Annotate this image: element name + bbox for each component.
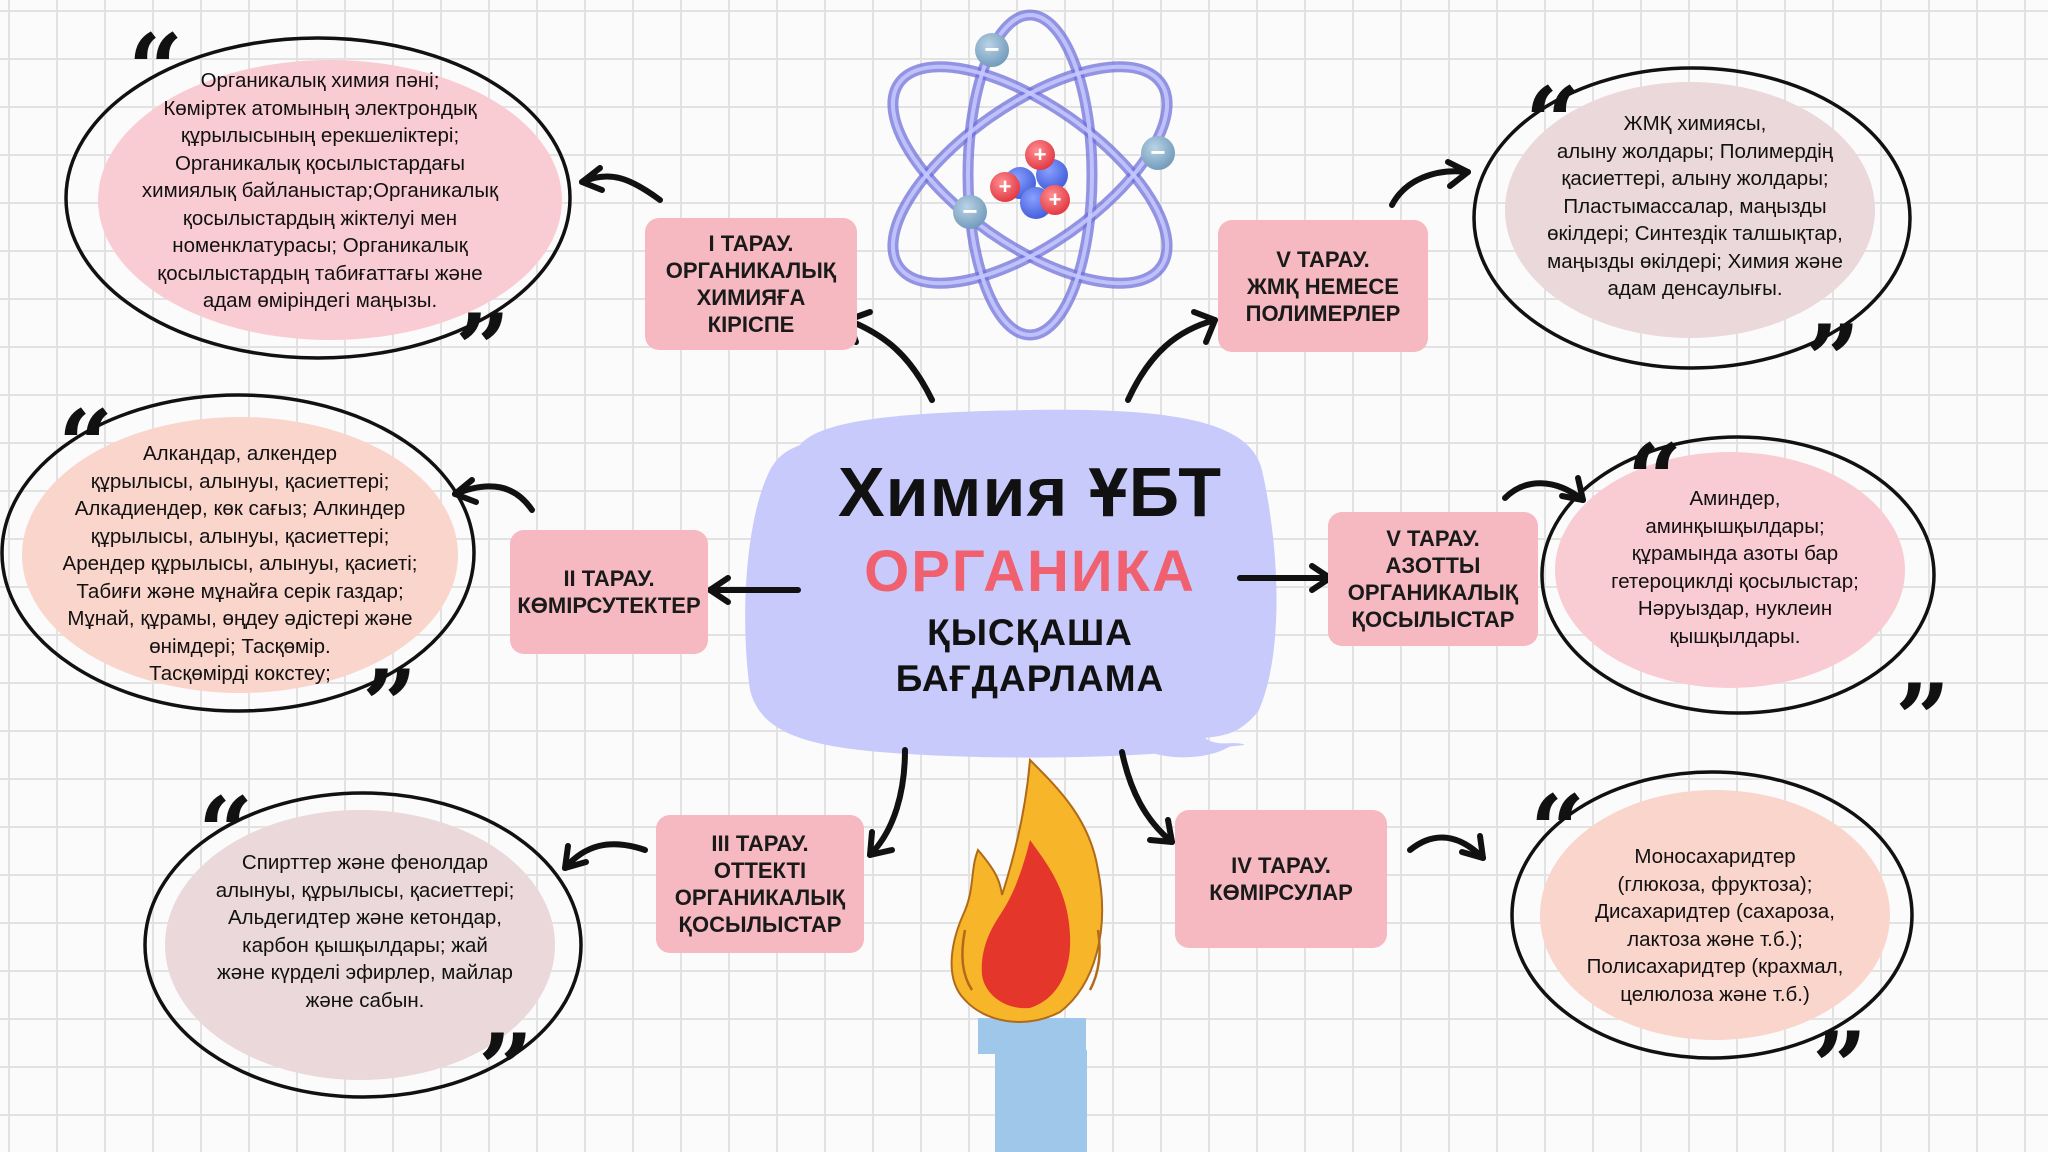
- quote-close-icon: ”: [455, 293, 511, 406]
- quote-close-icon: ”: [362, 649, 418, 762]
- torch-handle: [995, 1050, 1087, 1152]
- quote-close-icon: ”: [1895, 663, 1951, 776]
- arrow-to-chapter-4: [1119, 749, 1175, 845]
- proton: [1040, 185, 1070, 215]
- quote-open-icon: “: [1525, 66, 1581, 179]
- note-fill-2: [22, 417, 458, 693]
- arrow-to-chapter-6: [1125, 317, 1218, 403]
- arrow-to-note-2: [452, 483, 535, 513]
- chapter-5-box[interactable]: V ТАРАУ. АЗОТТЫ ОРГАНИКАЛЫҚ ҚОСЫЛЫСТАР: [1328, 512, 1538, 646]
- note-outline-1: [64, 36, 572, 360]
- flame-inner: [981, 840, 1071, 1009]
- note-backgrounds: [22, 60, 1905, 1080]
- arrow-to-chapter-1: [845, 317, 935, 403]
- quote-open-icon: “: [1530, 774, 1586, 887]
- page-title: Химия ҰБТ: [837, 453, 1223, 531]
- plus-sign: +: [999, 174, 1012, 199]
- quote-close-icon: ”: [1812, 1011, 1868, 1124]
- note-fill-6: [1505, 82, 1875, 338]
- note-fill-1: [98, 60, 562, 340]
- atom-illustration: + + + − − −: [887, 9, 1175, 341]
- plus-sign: +: [1034, 142, 1047, 167]
- quote-open-icon: “: [58, 389, 114, 502]
- proton: [990, 172, 1020, 202]
- torch-illustration: [950, 757, 1104, 1152]
- torch-rim: [978, 1018, 1086, 1054]
- arrow-to-note-3: [562, 841, 648, 871]
- note-outlines: [0, 36, 1936, 1099]
- chapter-3-box[interactable]: III ТАРАУ. ОТТЕКТІ ОРГАНИКАЛЫҚ ҚОСЫЛЫСТА…: [656, 815, 864, 953]
- minus-sign: −: [1150, 137, 1165, 167]
- chapter-4-box[interactable]: IV ТАРАУ. КӨМІРСУЛАР: [1175, 810, 1387, 948]
- chapter-2-box[interactable]: II ТАРАУ. КӨМІРСУТЕКТЕР: [510, 530, 708, 654]
- arrow-to-note-6: [1389, 168, 1471, 208]
- note-outline-5: [1540, 435, 1936, 715]
- note-fill-4: [1540, 790, 1890, 1040]
- note-6-text: ЖМҚ химиясы, алыну жолдары; Полимердің қ…: [1547, 112, 1843, 300]
- quote-open-icon: “: [128, 13, 184, 126]
- note-4-text: Моносахаридтер (глюкоза, фруктоза); Диса…: [1586, 845, 1844, 1006]
- chapter-6-box[interactable]: V ТАРАУ. ЖМҚ НЕМЕСЕ ПОЛИМЕРЛЕР: [1218, 220, 1428, 352]
- proton: [1025, 140, 1055, 170]
- note-2-text: Алкандар, алкендер құрылысы, алынуы, қас…: [62, 442, 418, 685]
- note-outline-6: [1472, 66, 1912, 370]
- page-subtitle-secondary: ҚЫСҚАША БАҒДАРЛАМА: [895, 612, 1165, 699]
- note-5-text: Аминдер, аминқышқылдары; құрамында азоты…: [1611, 487, 1859, 648]
- note-outline-3: [143, 791, 583, 1099]
- arrow-to-note-4: [1407, 834, 1486, 861]
- arrow-to-chapter-3: [867, 747, 908, 858]
- minus-sign: −: [984, 34, 999, 64]
- quote-close-icon: ”: [1805, 304, 1861, 417]
- nucleus: + + +: [990, 140, 1070, 219]
- chapter-1-box[interactable]: I ТАРАУ. ОРГАНИКАЛЫҚ ХИМИЯҒА КІРІСПЕ: [645, 218, 857, 350]
- bubble-tail: [1150, 730, 1232, 758]
- quote-close-icon: ”: [478, 1013, 534, 1126]
- note-outline-4: [1510, 770, 1914, 1060]
- page-subtitle: ОРГАНИКА: [864, 539, 1196, 604]
- connector-arrows: [452, 159, 1586, 871]
- quote-open-icon: “: [1627, 423, 1683, 536]
- minus-sign: −: [962, 196, 977, 226]
- note-1-text: Органикалық химия пәні; Көміртек атомыны…: [141, 69, 499, 312]
- note-fill-5: [1555, 452, 1905, 688]
- note-outline-2: [0, 393, 476, 713]
- plus-sign: +: [1049, 187, 1062, 212]
- note-3-text: Спирттер және фенолдар алынуы, құрылысы,…: [215, 851, 515, 1012]
- note-fill-3: [165, 810, 555, 1080]
- quote-open-icon: “: [198, 776, 254, 889]
- center-bubble: [745, 409, 1277, 758]
- electrons: − − −: [953, 33, 1175, 229]
- arrow-to-note-5: [1502, 480, 1586, 503]
